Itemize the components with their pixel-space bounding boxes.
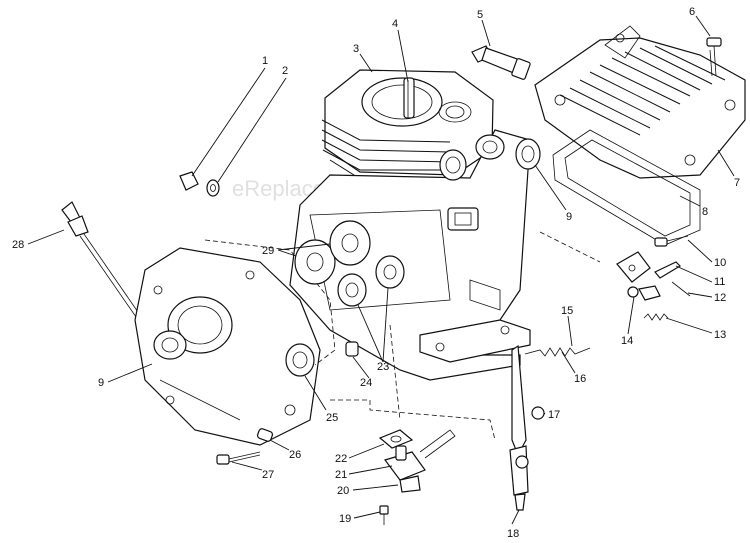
callout-12: 12 <box>714 292 726 304</box>
lock-nut <box>531 406 545 420</box>
callout-10: 10 <box>714 257 726 269</box>
callout-26: 26 <box>289 449 301 461</box>
callout-1: 1 <box>262 55 268 67</box>
callout-22: 22 <box>335 453 347 465</box>
cover-gasket <box>204 239 336 366</box>
callout-4: 4 <box>392 18 398 30</box>
callout-23: 23 <box>377 361 389 373</box>
bearings <box>294 220 405 307</box>
governor-spring <box>524 347 591 357</box>
spark-plug <box>471 45 531 80</box>
callout-labels: 1 2 3 4 5 6 7 8 9 9 10 11 12 13 14 15 16… <box>12 6 740 540</box>
callout-28: 28 <box>12 239 24 251</box>
governor-arm <box>509 344 529 511</box>
callout-19: 19 <box>339 513 351 525</box>
callout-16: 16 <box>574 373 586 385</box>
callout-29: 29 <box>262 245 274 257</box>
assembly-reference-lines <box>330 231 601 441</box>
callout-21: 21 <box>335 469 347 481</box>
leader-lines <box>27 15 735 525</box>
governor-assembly <box>378 429 456 525</box>
callout-6: 6 <box>689 6 695 18</box>
oil-seal-upper <box>515 138 541 170</box>
head-gasket <box>552 129 701 246</box>
dowel-pin <box>345 341 359 357</box>
cylinder-block <box>289 69 531 381</box>
plug-washer <box>179 171 220 197</box>
callout-25: 25 <box>326 412 338 424</box>
callout-9-upper: 9 <box>566 211 572 223</box>
callout-15: 15 <box>561 305 573 317</box>
callout-14: 14 <box>621 335 633 347</box>
callout-18: 18 <box>507 528 519 540</box>
dipstick <box>61 201 150 331</box>
cylinder-head <box>534 25 746 179</box>
callout-27: 27 <box>262 469 274 481</box>
callout-11: 11 <box>714 276 725 288</box>
callout-2: 2 <box>282 65 288 77</box>
head-bolt <box>706 37 722 77</box>
callout-7: 7 <box>734 177 740 189</box>
callout-9-lower: 9 <box>98 377 104 389</box>
crankcase-cover <box>134 247 321 446</box>
callout-17: 17 <box>548 409 560 421</box>
control-bracket <box>616 235 691 321</box>
cover-fasteners <box>216 428 274 465</box>
callout-8: 8 <box>702 206 708 218</box>
callout-20: 20 <box>337 485 349 497</box>
callout-13: 13 <box>714 329 726 341</box>
callout-3: 3 <box>353 43 359 55</box>
callout-24: 24 <box>360 377 372 389</box>
callout-5: 5 <box>477 9 483 21</box>
